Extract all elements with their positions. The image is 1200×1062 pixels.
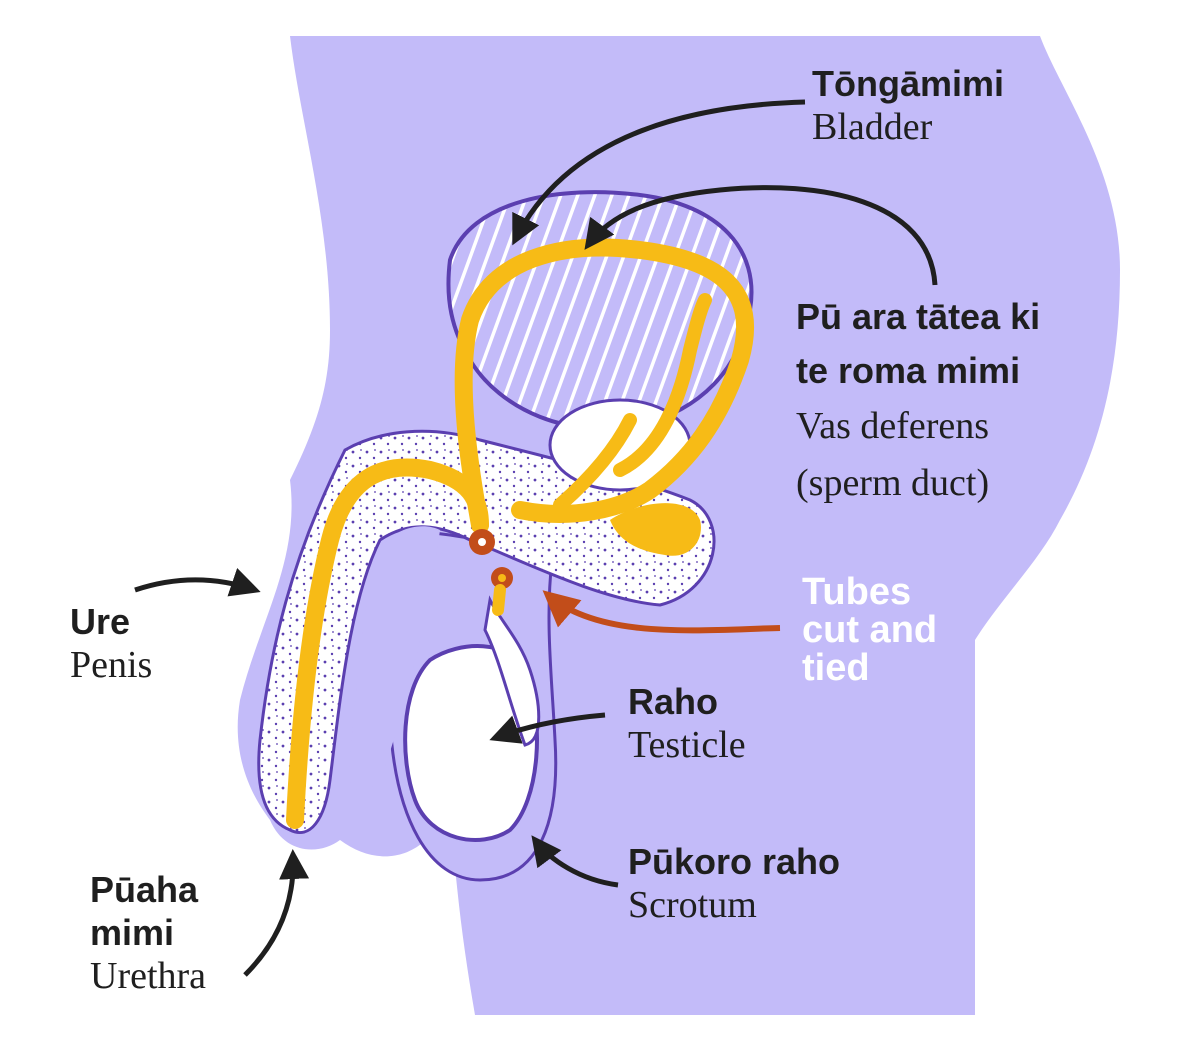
arrow-icon <box>489 712 606 744</box>
vas-english-line2: (sperm duct) <box>796 462 990 504</box>
urethra-maori-line1: Pūaha <box>90 869 199 910</box>
vas-english-line1: Vas deferens <box>796 405 990 447</box>
testicle-english: Testicle <box>628 724 746 767</box>
cut-arrow-icon <box>542 590 781 634</box>
vas-deferens-label: Pū ara tātea ki te roma mimi Vas deferen… <box>796 290 1040 512</box>
penis-label: Ure Penis <box>70 600 152 689</box>
penis-english: Penis <box>70 644 153 687</box>
sperm-duct <box>286 458 489 829</box>
penis-maori: Ure <box>70 601 131 642</box>
urethra-label: Pūaha mimi Urethra <box>90 868 206 1000</box>
cut-line3: tied <box>802 647 870 689</box>
prostate-blob <box>610 503 701 556</box>
penis-inner <box>349 526 440 791</box>
arrow-icon <box>243 849 310 977</box>
urethra-maori-line2: mimi <box>90 912 175 954</box>
cut-line2: cut and <box>802 609 938 651</box>
duct-branches <box>553 293 712 512</box>
cut-end-lower-core <box>498 574 506 582</box>
arrow-icon <box>531 835 619 888</box>
scrotum-english: Scrotum <box>628 884 757 927</box>
bladder-label: Tōngāmimi Bladder <box>812 62 1004 151</box>
cut-label: Tubes cut and tied <box>802 573 937 687</box>
vas-maori-line1: Pū ara tātea ki <box>796 296 1041 337</box>
vas-deferens-loop <box>454 238 754 534</box>
scrotum-label: Pūkoro raho Scrotum <box>628 840 840 929</box>
cut-line1: Tubes <box>802 571 912 613</box>
urethra-english: Urethra <box>90 955 207 998</box>
cut-end-upper-core <box>478 538 486 546</box>
bladder-english: Bladder <box>812 106 933 149</box>
arrow-icon <box>512 99 806 246</box>
scrotum-maori: Pūkoro raho <box>628 841 841 882</box>
epididymis-shape <box>483 595 541 747</box>
testicle-label: Raho Testicle <box>628 680 746 769</box>
vas-maori-line2: te roma mimi <box>796 350 1021 391</box>
lower-duct-stub <box>492 584 506 616</box>
arrow-icon <box>134 568 261 597</box>
arrow-icon <box>584 185 938 286</box>
bladder-maori: Tōngāmimi <box>812 63 1005 104</box>
testicle-maori: Raho <box>628 681 718 722</box>
